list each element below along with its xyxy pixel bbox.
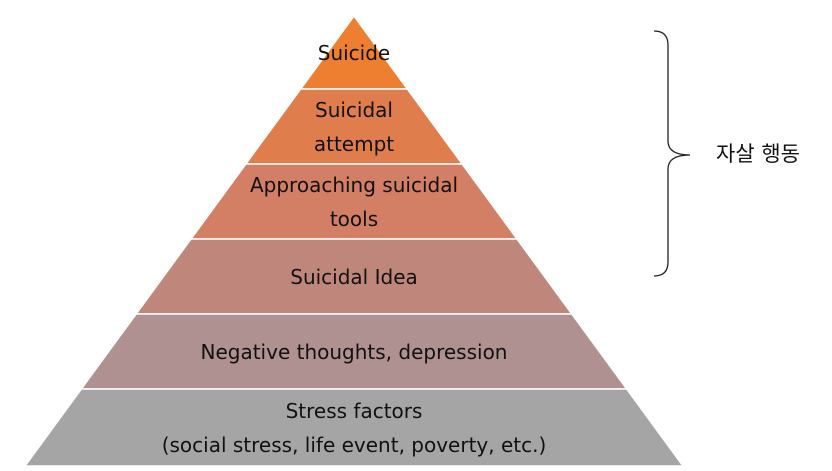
label-line: attempt [313, 131, 395, 156]
label-line: tools [329, 206, 379, 231]
layer-label-attempt: Suicidal attempt [104, 93, 604, 161]
layer-label-suicide: Suicide [104, 36, 604, 70]
label-line: Suicidal Idea [290, 264, 418, 289]
label-line: (social stress, life event, poverty, etc… [161, 432, 547, 457]
layer-label-tools: Approaching suicidal tools [104, 168, 604, 236]
layer-label-idea: Suicidal Idea [104, 260, 604, 294]
curly-brace [653, 30, 691, 277]
label-line: Stress factors [285, 398, 423, 423]
label-line: Suicidal [315, 97, 393, 122]
label-line: Approaching suicidal [249, 172, 459, 197]
layer-label-negative: Negative thoughts, depression [104, 335, 604, 369]
layer-label-stress: Stress factors (social stress, life even… [104, 394, 604, 462]
label-line: Negative thoughts, depression [200, 339, 508, 364]
label-line: Suicide [317, 40, 391, 65]
brace-label: 자살 행동 [716, 142, 800, 166]
pyramid-layer-stress [23, 388, 685, 467]
